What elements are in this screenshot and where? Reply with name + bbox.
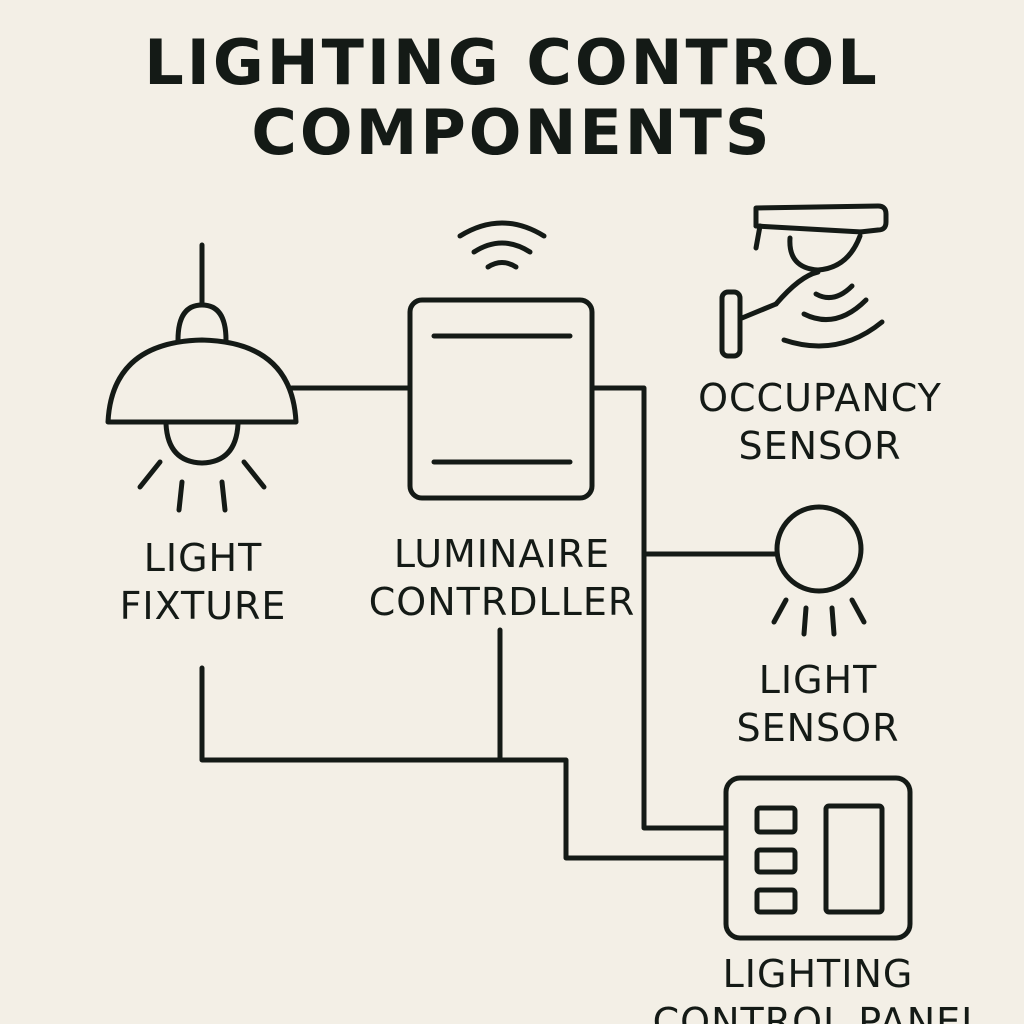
luminaire-controller-label-line-2: CONTRDLLER <box>368 580 636 624</box>
diagram-title: LIGHTING CONTROL COMPONENTS <box>0 28 1024 168</box>
light-fixture-label-line-1: LIGHT <box>143 536 263 580</box>
light-fixture-label: LIGHT FIXTURE <box>100 534 306 630</box>
title-line-2: COMPONENTS <box>251 96 773 169</box>
pendant-lamp-icon <box>105 242 299 513</box>
lighting-control-panel-label-line-1: LIGHTING <box>722 952 914 996</box>
light-sensor-label: LIGHT SENSOR <box>700 656 936 752</box>
occupancy-sensor-label-line-1: OCCUPANCY <box>698 376 942 420</box>
lighting-control-panel-label: LIGHTING CONTROL PANEL <box>612 950 1024 1024</box>
light-fixture-label-line-2: FIXTURE <box>119 584 287 628</box>
wiring-lines <box>199 385 780 861</box>
occupancy-sensor-label: OCCUPANCY SENSOR <box>660 374 980 470</box>
wireless-controller-icon <box>407 220 595 501</box>
lighting-control-panel-label-line-2: CONTROL PANEL <box>652 1000 984 1024</box>
light-sensor-label-line-2: SENSOR <box>736 706 900 750</box>
control-panel-icon <box>723 775 913 941</box>
luminaire-controller-label-line-1: LUMINAIRE <box>393 532 611 576</box>
luminaire-controller-label: LUMINAIRE CONTRDLLER <box>352 530 652 626</box>
light-sensor-label-line-1: LIGHT <box>758 658 878 702</box>
title-line-1: LIGHTING CONTROL <box>144 26 880 99</box>
light-sensor-icon <box>771 504 867 637</box>
occupancy-sensor-label-line-2: SENSOR <box>738 424 902 468</box>
occupancy-sensor-icon <box>719 203 889 359</box>
